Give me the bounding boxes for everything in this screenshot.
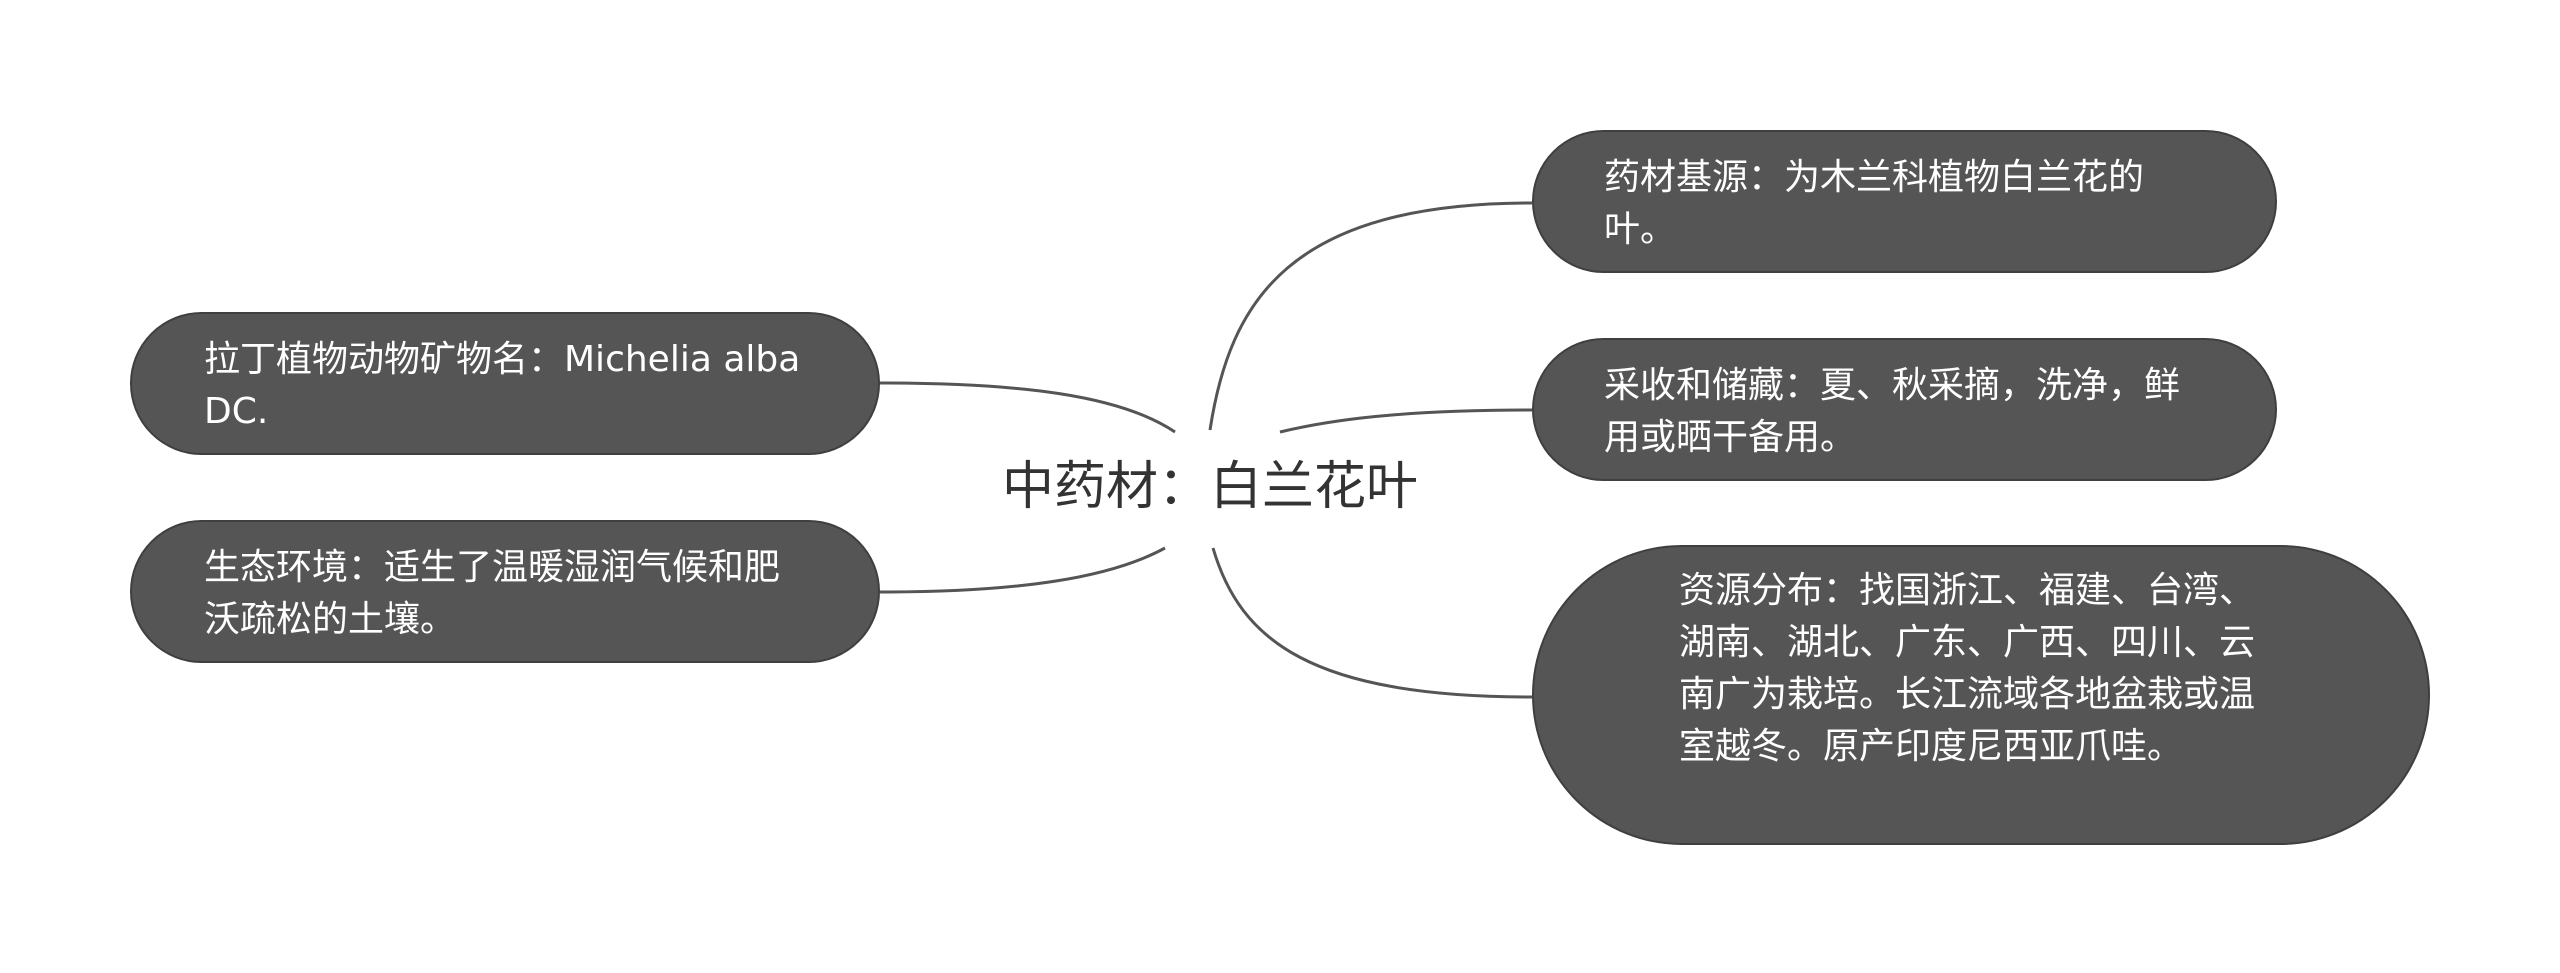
topic-node-harvest[interactable]: 采收和储藏：夏、秋采摘，洗净，鲜用或晒干备用。: [1532, 338, 2277, 481]
connector-root-to-ecology: [879, 546, 1166, 594]
connector-root-to-distribution: [1211, 547, 1533, 699]
connector-root-to-basis: [1208, 201, 1533, 431]
topic-node-basis[interactable]: 药材基源：为木兰科植物白兰花的叶。: [1532, 130, 2277, 273]
connector-root-to-harvest: [1279, 408, 1533, 434]
topic-node-distribution[interactable]: 资源分布：找国浙江、福建、台湾、湖南、湖北、广东、广西、四川、云南广为栽培。长江…: [1532, 545, 2430, 845]
connector-root-to-latin: [879, 381, 1176, 434]
root-topic[interactable]: 中药材：白兰花叶: [1001, 457, 1418, 517]
topic-node-latin-name[interactable]: 拉丁植物动物矿物名：Michelia alba DC.: [130, 312, 880, 455]
topic-node-ecology[interactable]: 生态环境：适生了温暖湿润气候和肥沃疏松的土壤。: [130, 520, 880, 663]
